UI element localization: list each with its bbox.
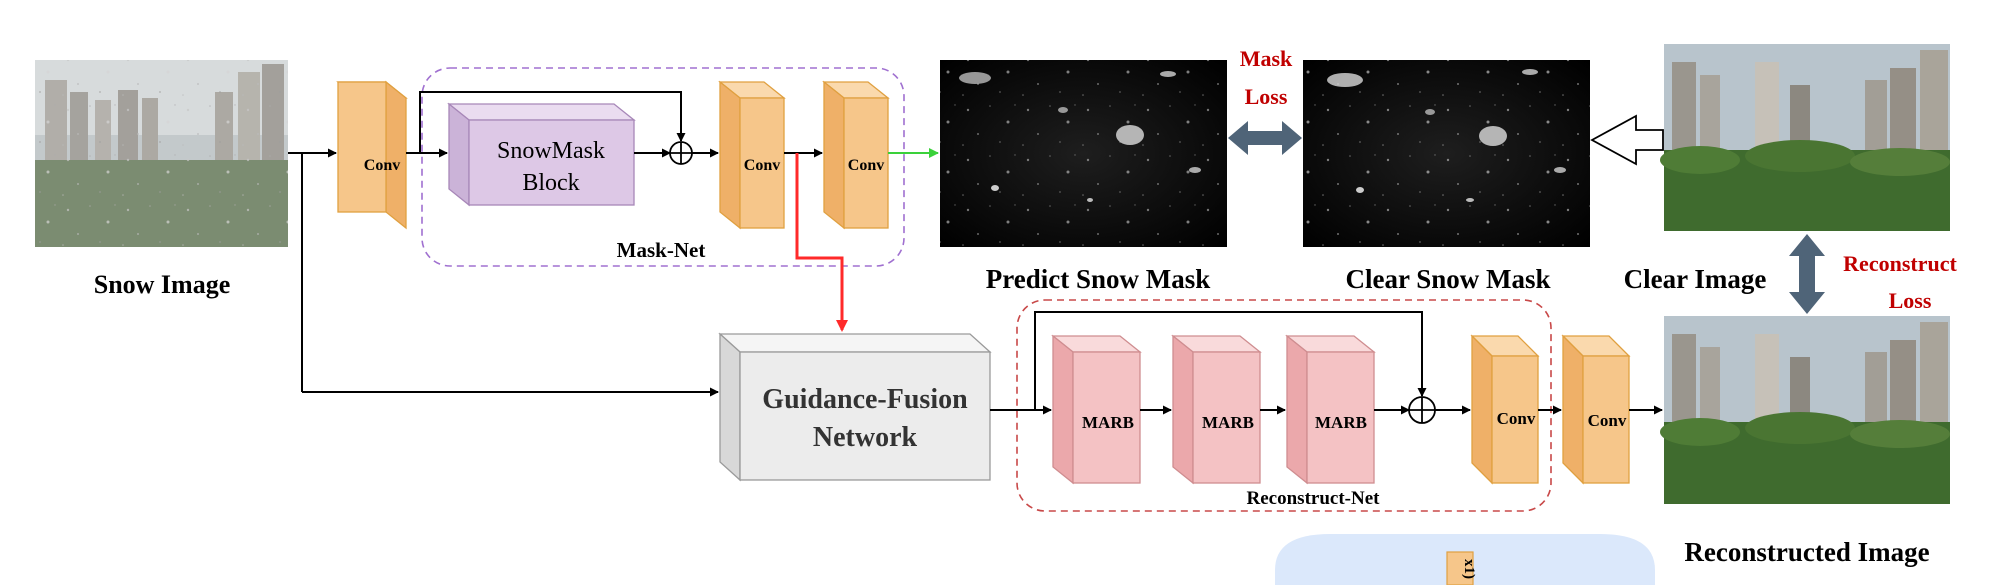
- clear-image: [1660, 44, 1950, 231]
- hollow-arrow: [1590, 114, 1664, 166]
- sum-node: [1408, 396, 1436, 424]
- reconstruct-loss-arrow: [1789, 234, 1825, 314]
- marb-label: MARB: [1082, 413, 1134, 432]
- mask-net-container: [421, 67, 905, 267]
- mask-net-label: Mask-Net: [617, 238, 706, 262]
- mask-loss-arrow: [1228, 121, 1302, 155]
- clear-image-label: Clear Image: [1624, 264, 1767, 294]
- conv-block: Conv: [718, 80, 786, 230]
- marb-block: MARB: [1285, 334, 1376, 485]
- predict-snow-mask-label: Predict Snow Mask: [986, 264, 1211, 294]
- conv-label: Conv: [364, 157, 400, 174]
- predict-snow-mask-image: [940, 60, 1227, 247]
- guidance-label-line2: Network: [813, 422, 918, 453]
- reconstruct-net-label: Reconstruct-Net: [1247, 488, 1381, 509]
- mask-loss-label-line2: Loss: [1245, 84, 1288, 109]
- snowmask-label-line2: Block: [522, 170, 579, 196]
- mask-net-arrows: [288, 91, 823, 397]
- conv-label: Conv: [848, 157, 884, 174]
- clear-snow-mask-image: [1303, 60, 1590, 247]
- marb-label: MARB: [1202, 413, 1254, 432]
- conv-block: Conv: [822, 80, 890, 230]
- sum-node: [669, 141, 693, 165]
- conv-label: Conv: [1588, 411, 1627, 430]
- conv-block: Conv: [336, 80, 408, 230]
- snow-image-label: Snow Image: [94, 270, 231, 299]
- snowmask-label-line1: SnowMask: [497, 138, 605, 164]
- guidance-arrow: [795, 153, 848, 332]
- reconstruct-loss-label-line1: Reconstruct: [1843, 251, 1957, 276]
- marb-block: MARB: [1171, 334, 1262, 485]
- marb-block: MARB: [1051, 334, 1142, 485]
- reconstruct-net-container: [1016, 299, 1552, 512]
- snowmask-block: SnowMask Block: [447, 102, 636, 207]
- mask-loss-label-line1: Mask: [1240, 46, 1293, 71]
- guidance-label-line1: Guidance-Fusion: [762, 384, 968, 415]
- conv-label: Conv: [1497, 409, 1536, 428]
- reconstruct-net-arrows: [990, 311, 1663, 415]
- marb-label: MARB: [1315, 413, 1367, 432]
- conv-block: Conv: [1561, 334, 1631, 485]
- guidance-fusion-network: Guidance-Fusion Network: [718, 332, 992, 482]
- partial-panel-block: [1446, 551, 1474, 585]
- reconstructed-image-label: Reconstructed Image: [1684, 537, 1929, 567]
- conv-label: Conv: [744, 157, 780, 174]
- snow-image: [35, 60, 288, 247]
- partial-panel-text: x1): [1461, 559, 1477, 579]
- conv-block: Conv: [1470, 334, 1540, 485]
- reconstruct-loss-label-line2: Loss: [1889, 288, 1932, 313]
- reconstructed-image: [1660, 316, 1950, 504]
- clear-snow-mask-label: Clear Snow Mask: [1345, 264, 1550, 294]
